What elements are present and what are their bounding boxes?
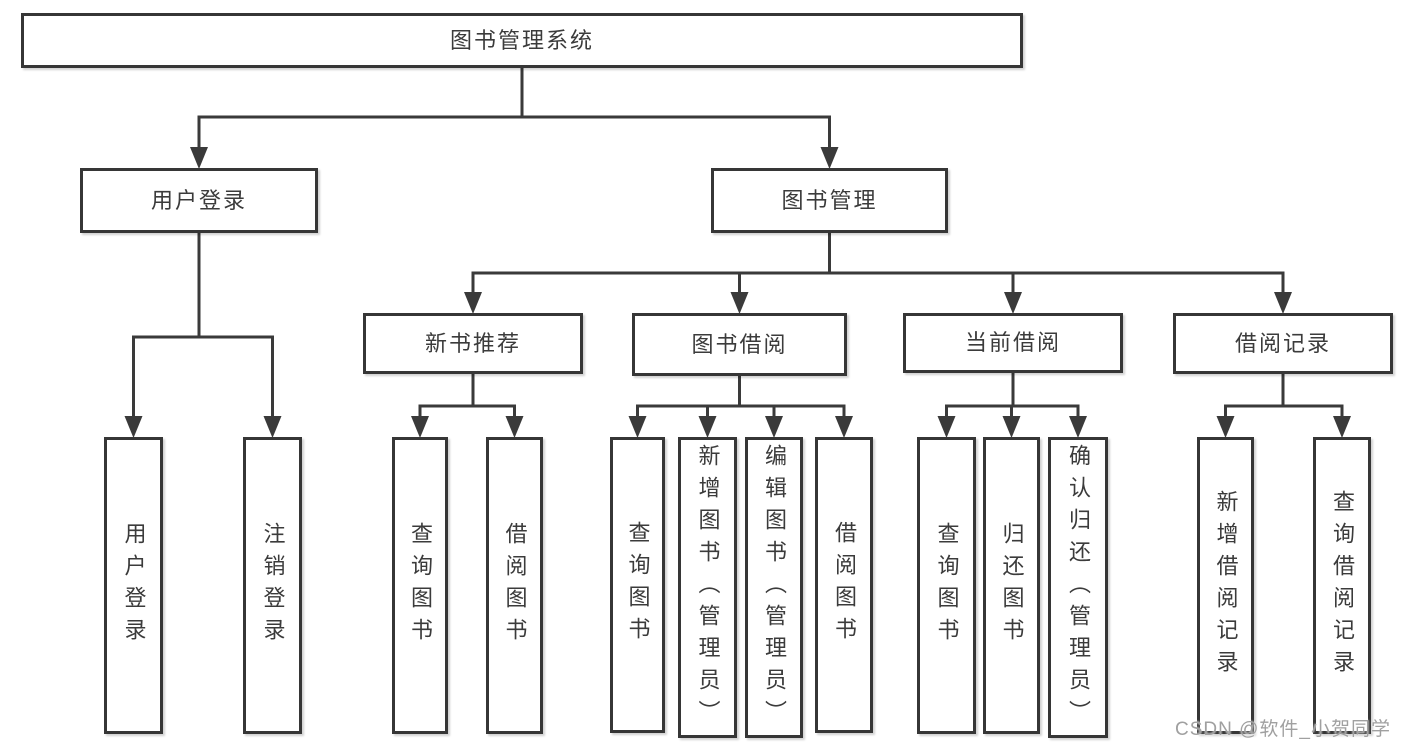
node-leaf-nb-query: 查询图书 xyxy=(392,437,448,734)
node-label: 用户登录 xyxy=(150,187,247,213)
arrowhead-icon xyxy=(411,416,429,438)
arrowhead-icon xyxy=(505,416,524,438)
arrowhead-icon xyxy=(835,416,853,438)
node-label: 查询图书 xyxy=(408,521,433,650)
watermark: CSDN @软件_小贺同学 xyxy=(1175,719,1391,740)
node-label: 查询图书 xyxy=(934,521,960,650)
node-leaf-logout: 注销登录 xyxy=(243,437,302,734)
arrowhead-icon xyxy=(698,416,717,438)
node-label: 确认归还（管理员） xyxy=(1066,443,1091,732)
node-user-login: 用户登录 xyxy=(80,168,318,233)
node-leaf-bb-add: 新增图书（管理员） xyxy=(678,437,737,738)
node-label: 图书管理系统 xyxy=(449,27,594,53)
arrowhead-icon xyxy=(1069,416,1087,438)
node-label: 新增图书（管理员） xyxy=(695,443,721,732)
connector-root xyxy=(190,66,839,169)
node-label: 借阅图书 xyxy=(832,521,857,649)
node-current-borrow: 当前借阅 xyxy=(903,313,1123,373)
node-leaf-bb-borrow: 借阅图书 xyxy=(815,437,873,733)
arrowhead-icon xyxy=(1274,292,1292,314)
node-book-borrow: 图书借阅 xyxy=(632,313,847,376)
node-label: 查询借阅记录 xyxy=(1330,489,1355,682)
node-leaf-bb-query: 查询图书 xyxy=(610,437,665,733)
arrowhead-icon xyxy=(263,416,282,438)
node-leaf-user-login: 用户登录 xyxy=(104,437,163,734)
arrowhead-icon xyxy=(730,292,749,314)
arrowhead-icon xyxy=(820,147,839,169)
node-label: 借阅记录 xyxy=(1234,330,1331,356)
node-book-mgmt: 图书管理 xyxy=(711,168,948,233)
node-leaf-br-add: 新增借阅记录 xyxy=(1197,437,1254,734)
node-leaf-bb-edit: 编辑图书（管理员） xyxy=(745,437,803,738)
connector-current-borrow xyxy=(937,371,1087,438)
node-label: 当前借阅 xyxy=(964,330,1061,355)
node-label: 新书推荐 xyxy=(424,330,521,356)
arrowhead-icon xyxy=(628,416,647,438)
node-leaf-cb-return: 归还图书 xyxy=(983,437,1040,734)
node-label: 借阅图书 xyxy=(502,521,528,650)
node-leaf-cb-query: 查询图书 xyxy=(917,437,976,734)
node-new-book-rec: 新书推荐 xyxy=(363,313,583,374)
node-label: 归还图书 xyxy=(999,521,1025,650)
node-label: 图书借阅 xyxy=(691,331,788,357)
arrowhead-icon xyxy=(1002,416,1021,438)
node-label: 查询图书 xyxy=(625,521,651,649)
connector-user-login xyxy=(124,231,282,438)
node-label: 新增借阅记录 xyxy=(1213,489,1239,682)
node-borrow-record: 借阅记录 xyxy=(1173,313,1393,374)
connector-book-mgmt xyxy=(464,231,1292,314)
connector-new-book-rec xyxy=(411,372,524,438)
arrowhead-icon xyxy=(190,147,208,169)
node-label: 用户登录 xyxy=(121,521,147,650)
node-label: 注销登录 xyxy=(260,521,286,650)
arrowhead-icon xyxy=(1333,416,1351,438)
node-root: 图书管理系统 xyxy=(21,13,1023,68)
node-label: 编辑图书（管理员） xyxy=(762,443,787,732)
arrowhead-icon xyxy=(937,416,956,438)
connector-borrow-record xyxy=(1216,372,1351,438)
arrowhead-icon xyxy=(1004,292,1022,314)
connector-book-borrow xyxy=(628,374,853,438)
node-label: 图书管理 xyxy=(781,187,878,213)
node-leaf-cb-confirm: 确认归还（管理员） xyxy=(1048,437,1108,738)
arrowhead-icon xyxy=(124,416,143,438)
arrowhead-icon xyxy=(765,416,783,438)
node-leaf-br-query: 查询借阅记录 xyxy=(1313,437,1371,734)
node-leaf-nb-borrow: 借阅图书 xyxy=(486,437,543,734)
arrowhead-icon xyxy=(464,292,482,314)
arrowhead-icon xyxy=(1216,416,1235,438)
